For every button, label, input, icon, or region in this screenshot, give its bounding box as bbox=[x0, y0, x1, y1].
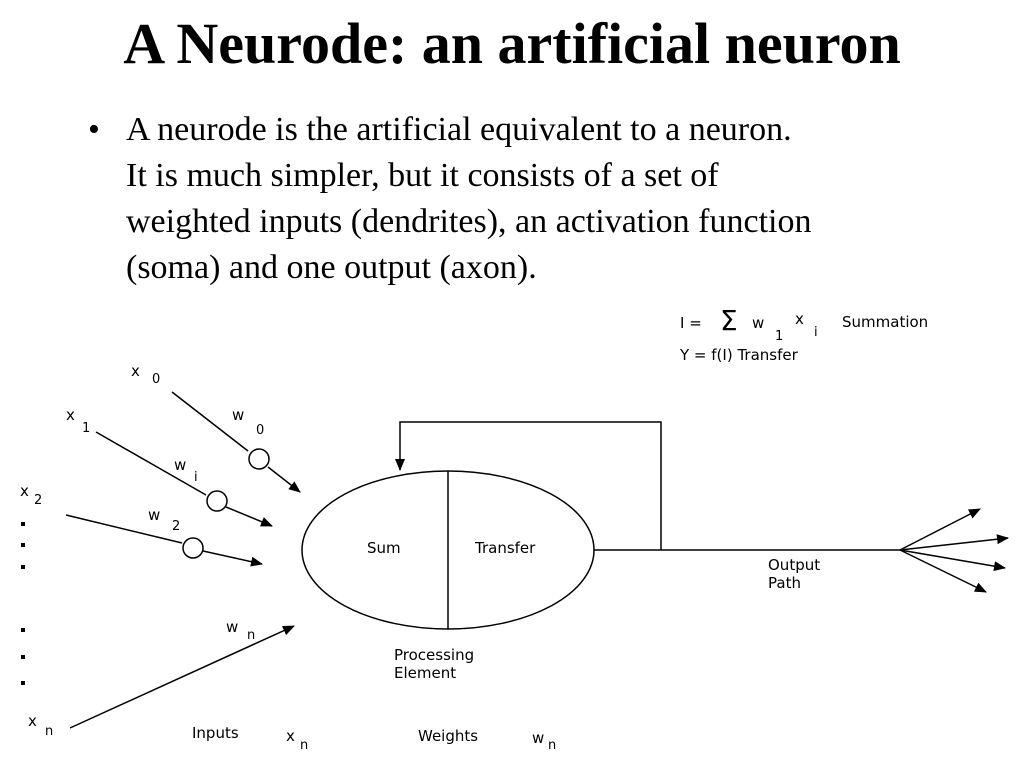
weight-w0-subscript: 0 bbox=[256, 423, 264, 438]
formula-lhs: I = bbox=[680, 314, 702, 332]
bullet-marker: • bbox=[88, 111, 100, 148]
feedback-loop bbox=[395, 421, 662, 550]
weight-circle bbox=[206, 490, 228, 512]
legend-weights-label: Weights bbox=[418, 727, 478, 745]
legend-inputs-symbol: x bbox=[286, 727, 295, 745]
arrow-line bbox=[267, 466, 301, 493]
input-xn-symbol: x bbox=[28, 712, 37, 730]
input-connection-n: w n bbox=[69, 618, 295, 729]
input-x0-symbol: x bbox=[131, 362, 140, 380]
ellipsis-dot bbox=[21, 655, 25, 659]
weight-wi-subscript: i bbox=[194, 470, 198, 485]
input-connection-1: w i bbox=[95, 431, 273, 527]
diagram-legend: Inputs x n Weights w n bbox=[192, 724, 556, 753]
slide-title: A Neurode: an artificial neuron bbox=[123, 11, 901, 76]
input-x2-symbol: x bbox=[20, 482, 29, 500]
weight-w2-symbol: w bbox=[148, 506, 160, 524]
processing-caption-line2: Element bbox=[394, 664, 456, 682]
ellipsis-dot bbox=[21, 522, 25, 526]
bullet-text-line-4: (soma) and one output (axon). bbox=[126, 249, 537, 286]
weight-w0-symbol: w bbox=[232, 406, 244, 424]
input-x1-symbol: x bbox=[66, 406, 75, 424]
output-path: Output Path bbox=[594, 508, 1009, 593]
sigma-symbol: Σ bbox=[720, 304, 738, 337]
legend-weights-symbol: w bbox=[532, 729, 544, 747]
weight-circle bbox=[248, 448, 270, 470]
transfer-formula: Y = f(I) Transfer bbox=[679, 346, 799, 364]
legend-inputs-label: Inputs bbox=[192, 724, 239, 742]
input-xn-subscript: n bbox=[45, 724, 53, 739]
input-x0: x 0 bbox=[131, 362, 160, 387]
weight-w2-subscript: 2 bbox=[172, 519, 180, 534]
ellipsis-dot bbox=[21, 681, 25, 685]
output-arrow-1 bbox=[899, 508, 981, 551]
feedback-line bbox=[395, 421, 662, 550]
weight-wn-subscript: n bbox=[247, 628, 255, 643]
input-x2-subscript: 2 bbox=[34, 493, 42, 508]
arrow-line bbox=[225, 506, 273, 527]
connection-line bbox=[65, 514, 183, 544]
ellipsis-dot bbox=[21, 628, 25, 632]
weight-wi-symbol: w bbox=[174, 456, 186, 474]
ellipsis-dot bbox=[21, 543, 25, 547]
formula-w: w bbox=[752, 314, 764, 332]
legend-weights-subscript: n bbox=[548, 738, 556, 753]
processing-caption-line1: Processing bbox=[394, 646, 474, 664]
weight-wn-symbol: w bbox=[226, 618, 238, 636]
ellipsis-dot bbox=[21, 565, 25, 569]
input-connection-0: w 0 bbox=[171, 391, 301, 493]
input-connection-2: w 2 bbox=[65, 506, 263, 567]
summation-label: Summation bbox=[842, 313, 928, 331]
processing-element: Sum Transfer Processing Element bbox=[301, 470, 595, 682]
input-x1: x 1 bbox=[66, 406, 90, 436]
summation-formula: I = Σ w 1 x i Summation bbox=[680, 304, 928, 344]
output-arrow-4 bbox=[899, 549, 987, 593]
connection-line bbox=[95, 431, 207, 496]
input-x0-subscript: 0 bbox=[152, 372, 160, 387]
arrow-line bbox=[202, 550, 263, 567]
input-ellipsis-dots bbox=[21, 522, 25, 685]
weight-circle bbox=[182, 537, 204, 559]
output-label-line2: Path bbox=[768, 574, 801, 592]
transfer-label: Transfer bbox=[474, 539, 536, 557]
formula-w-subscript: 1 bbox=[775, 329, 783, 344]
bullet-text-line-3: weighted inputs (dendrites), an activati… bbox=[126, 203, 812, 240]
input-x2: x 2 bbox=[20, 482, 42, 508]
output-arrow-2 bbox=[899, 534, 1009, 551]
bullet-text-line-2: It is much simpler, but it consists of a… bbox=[126, 157, 719, 194]
bullet-text-line-1: A neurode is the artificial equivalent t… bbox=[126, 111, 792, 148]
output-label-line1: Output bbox=[768, 556, 820, 574]
output-arrow-3 bbox=[899, 549, 1006, 572]
formula-x: x bbox=[795, 310, 804, 328]
arrow-line bbox=[69, 625, 295, 729]
input-xn: x n bbox=[28, 712, 53, 739]
connection-line bbox=[171, 391, 249, 452]
input-x1-subscript: 1 bbox=[82, 421, 90, 436]
legend-inputs-subscript: n bbox=[300, 738, 308, 753]
formula-x-subscript: i bbox=[814, 325, 818, 340]
sum-label: Sum bbox=[367, 539, 401, 557]
